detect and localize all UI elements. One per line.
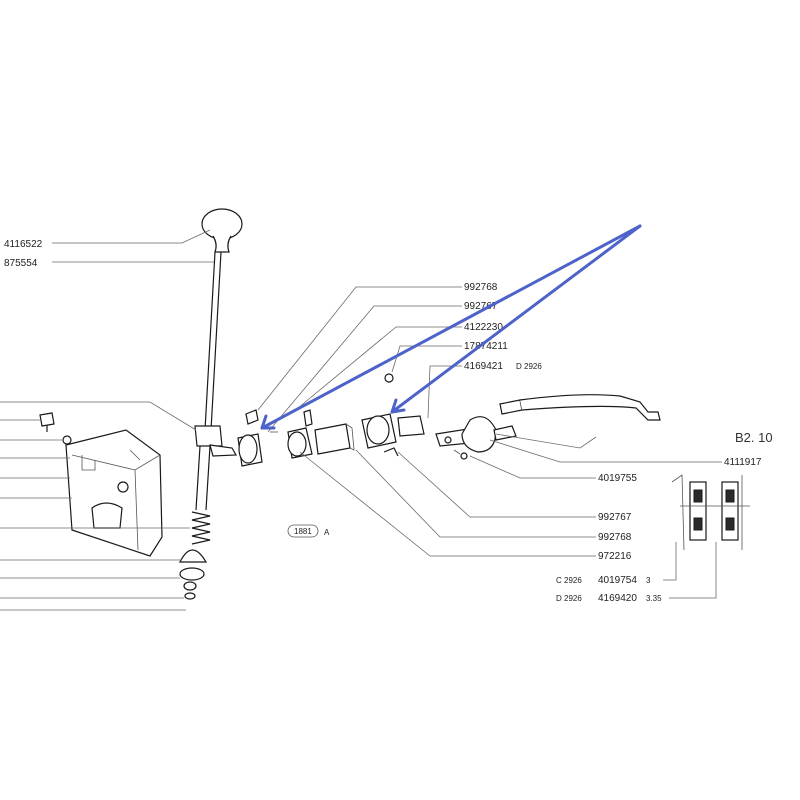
nut-1 — [183, 581, 197, 591]
part-labels: 4116522 875554 992768 992767 4122230 178… — [4, 239, 773, 604]
sheet-code: B2. 10 — [735, 430, 773, 445]
annotation-arrows — [260, 224, 642, 430]
label-4019755: 4019755 — [598, 473, 637, 484]
variant-c2926-size: 3 — [646, 576, 651, 585]
view-stamp-frame — [287, 524, 319, 538]
lever-housing — [65, 429, 163, 557]
variant-c2926: C 2926 — [556, 576, 582, 585]
label-4111917: 4111917 — [724, 457, 762, 468]
lever-rod — [204, 251, 222, 431]
lever-spring — [191, 511, 211, 545]
variant-d2926: D 2926 — [556, 594, 582, 603]
rubber-boot — [179, 549, 208, 563]
variant-d2926-part: 4169420 — [598, 593, 637, 604]
label-4116522: 4116522 — [4, 239, 43, 250]
variant-d2926-size: 3.35 — [646, 594, 662, 603]
label-992767-top: 992767 — [464, 301, 498, 312]
sleeve — [314, 423, 351, 455]
annotation-arrow-left — [260, 224, 642, 430]
label-875554: 875554 — [4, 258, 38, 269]
section-detail — [671, 474, 750, 551]
leader-lines — [0, 229, 722, 611]
label-992768-top: 992768 — [464, 282, 498, 293]
label-992767-right: 992767 — [598, 512, 632, 523]
label-992768-right: 992768 — [598, 532, 632, 543]
view-stamp-ref: 1881 — [294, 527, 312, 536]
knob-base — [212, 235, 232, 253]
label-d2926-top: D 2926 — [516, 362, 542, 371]
label-4122230: 4122230 — [464, 322, 503, 333]
screw-parts-left — [39, 412, 72, 445]
boot-washer — [179, 567, 205, 581]
ball-joint — [461, 416, 497, 453]
variant-c2926-part: 4019754 — [598, 575, 637, 586]
label-17874211: 17874211 — [464, 341, 508, 352]
label-972216: 972216 — [598, 551, 632, 562]
lever-lower-rod — [195, 445, 211, 511]
linkage-arm — [499, 394, 661, 421]
nut-2 — [184, 592, 196, 600]
gear-lever — [179, 208, 243, 600]
view-stamp: A — [324, 528, 330, 537]
annotation-arrow-right — [390, 224, 642, 414]
label-4169421: 4169421 — [464, 361, 503, 372]
selector-linkage — [209, 373, 517, 467]
lever-knob — [201, 208, 243, 240]
lever-collar — [194, 425, 223, 447]
